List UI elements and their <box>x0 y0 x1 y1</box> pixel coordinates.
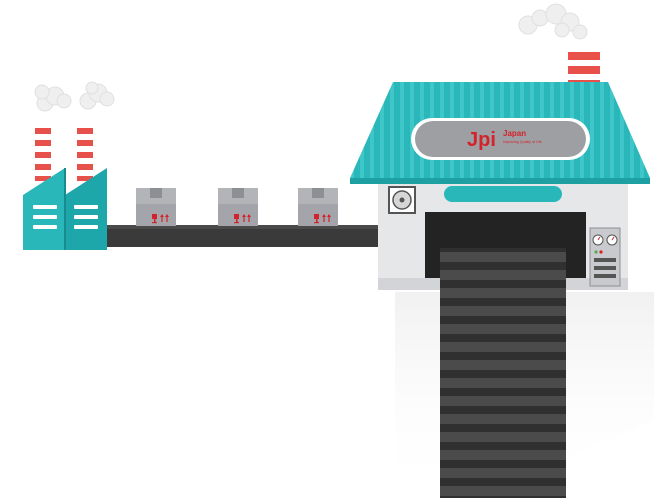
fan-icon <box>388 186 416 214</box>
box <box>298 188 338 226</box>
logo-tagline: Improving Quality of Life <box>503 140 542 144</box>
chimney-right <box>77 128 93 181</box>
logo-mark: Jpi <box>467 129 496 151</box>
logo-word: Japan <box>503 129 526 138</box>
main-building: Jpi Japan Improving Quality of Life <box>350 3 650 290</box>
smoke-cloud-left <box>34 84 72 112</box>
fragile-glass-icon <box>314 214 319 224</box>
box <box>218 188 258 226</box>
fragile-glass-icon <box>234 214 239 224</box>
logo-sign: Jpi Japan Improving Quality of Life <box>411 118 590 160</box>
vent-lines-left <box>33 205 57 229</box>
left-factory <box>23 81 115 250</box>
vent-lines-right <box>74 205 98 229</box>
this-way-up-icon <box>242 214 251 222</box>
box <box>136 188 176 226</box>
smoke-cloud-right <box>79 81 115 110</box>
fragile-glass-icon <box>152 214 157 224</box>
this-way-up-icon <box>322 214 331 222</box>
smoke-cloud-roof <box>518 3 588 40</box>
vertical-conveyor <box>440 248 566 498</box>
this-way-up-icon <box>160 214 169 222</box>
conveyor-belt <box>107 225 397 247</box>
banner-bar <box>444 186 562 202</box>
control-panel <box>589 227 621 287</box>
chimney-left <box>35 128 51 181</box>
